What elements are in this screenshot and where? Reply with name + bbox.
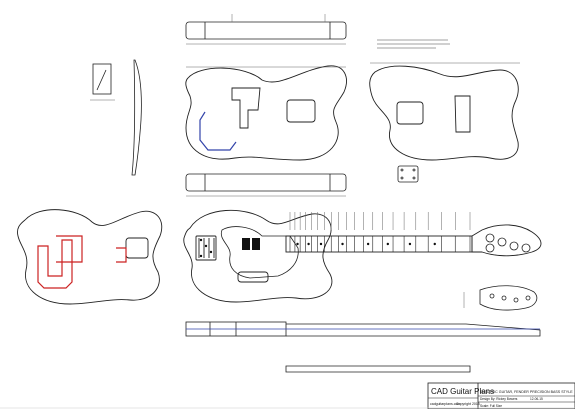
fret-marker-dot <box>319 242 323 246</box>
body-back-view <box>369 62 520 161</box>
guitar-pickup <box>242 238 260 250</box>
body-front-view <box>185 65 347 161</box>
neck-frets <box>289 236 471 252</box>
title-description: ELECTRIC GUITAR, FENDER PRECISION BASS S… <box>480 390 573 394</box>
body-route-red <box>37 235 127 289</box>
tuner-pegs <box>485 233 531 253</box>
title-company: CAD Guitar Plans <box>431 387 494 396</box>
body-front-blue-route <box>199 111 237 151</box>
fret-marker-dot <box>296 242 299 246</box>
neck-fret-markers <box>296 242 436 246</box>
title-design-by: Design By: Rickey Bowers <box>480 397 518 401</box>
fret-marker-dot <box>366 242 370 246</box>
guitar-bridge-dots <box>199 238 213 258</box>
title-copyright: Copyright 2015 <box>456 402 480 406</box>
body-route-view <box>17 209 163 305</box>
fret-marker-dot <box>386 242 390 246</box>
fret-marker-dot <box>341 242 344 246</box>
detail-neck-pocket <box>90 59 142 176</box>
title-block: CAD Guitar Plans cadguitarplans.com Copy… <box>427 382 575 409</box>
title-scale: Scale: Full Size <box>480 404 502 408</box>
title-website: cadguitarplans.com <box>430 402 460 406</box>
neck-dim-ticks <box>289 212 471 230</box>
headstock-detail <box>463 285 538 311</box>
fret-marker-dot <box>433 242 436 246</box>
body-edge-view-top <box>185 14 347 45</box>
fretboard-strip <box>285 365 471 373</box>
notes-block-top <box>377 39 450 49</box>
body-edge-view-middle <box>185 173 347 197</box>
fret-marker-dot <box>408 242 412 246</box>
fret-marker-dot <box>307 242 310 246</box>
guitar-front-view <box>183 209 542 303</box>
detail-plate <box>397 165 419 183</box>
title-date: 12-06-15 <box>530 397 543 401</box>
